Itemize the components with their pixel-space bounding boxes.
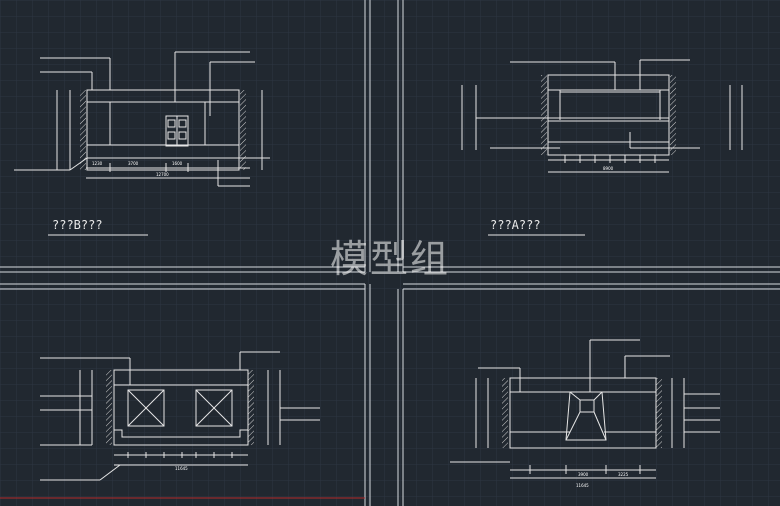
- view-title-b: ???B???: [52, 218, 103, 232]
- elevation-d: [450, 339, 720, 479]
- dim-label: 1600: [172, 161, 183, 166]
- elevation-c: [40, 351, 320, 481]
- elevation-a: [461, 59, 743, 236]
- dim-label: 12700: [156, 172, 169, 177]
- dim-label: 8900: [603, 166, 614, 171]
- dim-label: 3900: [578, 472, 589, 477]
- elevation-a-labels: 8900: [603, 166, 614, 171]
- dim-label: 3700: [128, 161, 139, 166]
- elevation-b-labels: 3700 1600 1230 12700: [92, 161, 183, 177]
- dim-label: 1230: [92, 161, 103, 166]
- elevation-b: [14, 51, 270, 236]
- dim-label: 11645: [576, 483, 589, 488]
- elevation-c-labels: 11645: [175, 466, 188, 471]
- view-title-a: ???A???: [490, 218, 541, 232]
- dim-label: 3225: [618, 472, 629, 477]
- dim-label: 11645: [175, 466, 188, 471]
- elevation-d-labels: 3900 3225 11645: [576, 472, 629, 488]
